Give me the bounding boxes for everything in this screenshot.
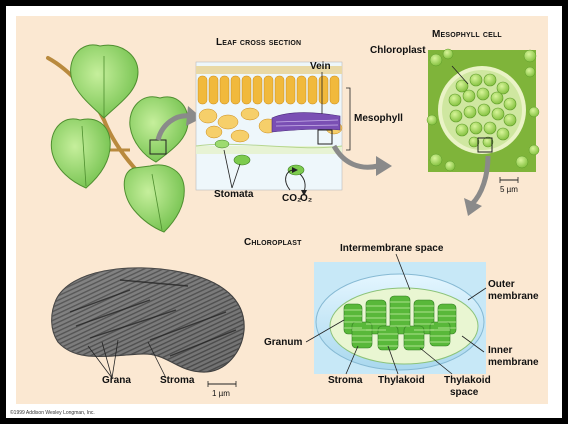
plant-branch bbox=[48, 45, 202, 232]
grana-label: Grana bbox=[102, 376, 131, 386]
o2-label: O₂ bbox=[300, 194, 312, 204]
chloroplast-diagram bbox=[306, 254, 486, 374]
copyright-notice: ©1999 Addison Wesley Longman, Inc. bbox=[10, 410, 95, 416]
outer-membrane-label-2: membrane bbox=[488, 292, 539, 302]
chloroplast-title: Chloroplast bbox=[244, 238, 302, 248]
scale-5um-label: 5 µm bbox=[500, 186, 518, 194]
mesophyll-label: Mesophyll bbox=[354, 114, 403, 124]
scale-1um-label: 1 µm bbox=[212, 390, 230, 398]
granum-label: Granum bbox=[264, 338, 302, 348]
stroma-label-micrograph: Stroma bbox=[160, 376, 194, 386]
stomata-label: Stomata bbox=[214, 190, 253, 200]
thylakoid-space-label-2: space bbox=[450, 388, 478, 398]
stroma-label-diagram: Stroma bbox=[328, 376, 362, 386]
intermembrane-space-label: Intermembrane space bbox=[340, 244, 443, 254]
mesophyll-cell-title: Mesophyll cell bbox=[432, 30, 502, 40]
thylakoid-space-label-1: Thylakoid bbox=[444, 376, 491, 386]
thylakoid-label: Thylakoid bbox=[378, 376, 425, 386]
chloroplast-label: Chloroplast bbox=[370, 46, 426, 56]
inner-membrane-label-2: membrane bbox=[488, 358, 539, 368]
outer-membrane-label-1: Outer bbox=[488, 280, 515, 290]
co2-label: CO₂ bbox=[282, 194, 301, 204]
leaf-cross-section-title: Leaf cross section bbox=[216, 38, 301, 48]
inner-membrane-label-1: Inner bbox=[488, 346, 512, 356]
mesophyll-cell-micrograph bbox=[427, 49, 539, 216]
vein-label: Vein bbox=[310, 62, 331, 72]
leaf-cross-section bbox=[196, 62, 392, 196]
chloroplast-micrograph bbox=[52, 268, 244, 387]
